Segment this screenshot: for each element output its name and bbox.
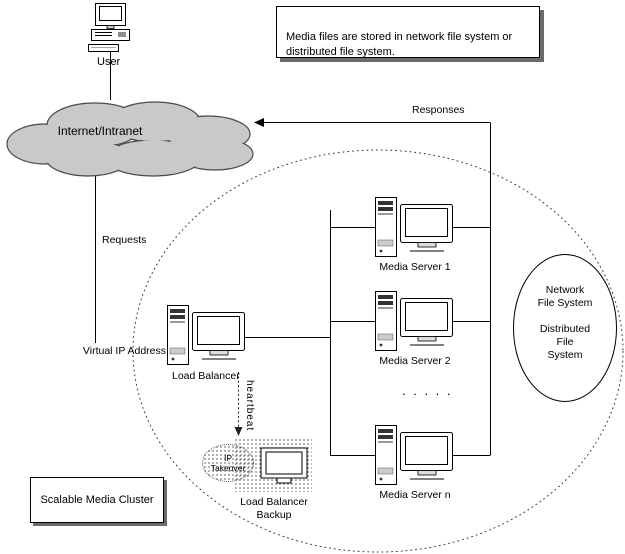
responses-arrowhead [254,118,264,127]
media-server-n-label: Media Server n [379,489,451,501]
requests-label: Requests [102,234,147,246]
load-balancer-icon [167,305,245,365]
media-server-1-label: Media Server 1 [379,261,451,273]
server-ellipsis: . . . . . [402,383,453,398]
user-computer-icon [88,3,130,52]
virtual-ip-label: Virtual IP Address [82,345,166,357]
ip-takeover-label: IP Takeover [210,453,246,473]
media-server-n-icon [375,425,453,485]
heartbeat-label: heartbeat [244,380,255,432]
note-text: Media files are stored in network file s… [286,31,513,58]
cluster-title-box: Scalable Media Cluster [30,477,164,523]
lb-backup-label: Load Balancer Backup [240,496,308,521]
storage-label: Network File System Distributed File Sys… [537,284,593,361]
user-label: User [97,56,121,68]
storage-ellipse-icon [513,254,617,402]
cluster-title-label: Scalable Media Cluster [40,494,154,506]
backup-monitor-icon [260,447,308,484]
media-server-2-icon [375,291,453,351]
load-balancer-label: Load Balancer [172,370,240,382]
media-server-2-label: Media Server 2 [379,355,451,367]
note-box: Media files are stored in network file s… [276,6,540,58]
heartbeat-arrowhead [234,427,243,436]
cloud-label: Internet/Intranet [57,124,143,138]
cluster-boundary-ellipse [132,149,624,553]
responses-label: Responses [412,104,465,116]
internet-cloud-icon [6,101,254,177]
media-server-1-icon [375,197,453,257]
